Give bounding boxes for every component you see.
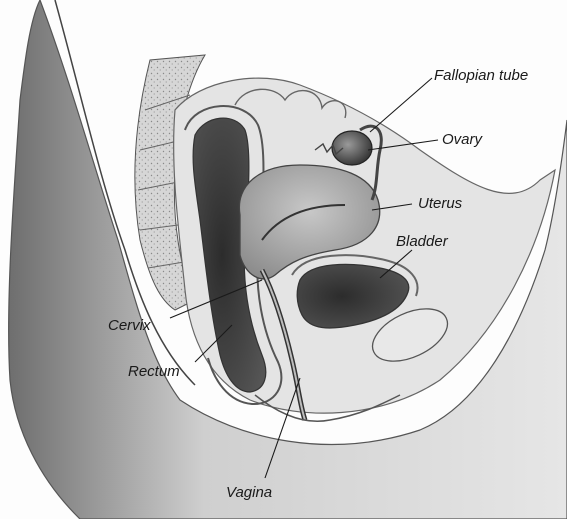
leader-fallopian-tube: [370, 78, 432, 132]
label-vagina: Vagina: [226, 484, 272, 501]
label-fallopian-tube: Fallopian tube: [434, 67, 528, 84]
ovary-shape: [332, 131, 372, 165]
label-cervix: Cervix: [108, 317, 151, 334]
label-bladder: Bladder: [396, 233, 449, 250]
label-rectum: Rectum: [128, 363, 180, 380]
label-ovary: Ovary: [442, 131, 484, 148]
label-uterus: Uterus: [418, 195, 463, 212]
